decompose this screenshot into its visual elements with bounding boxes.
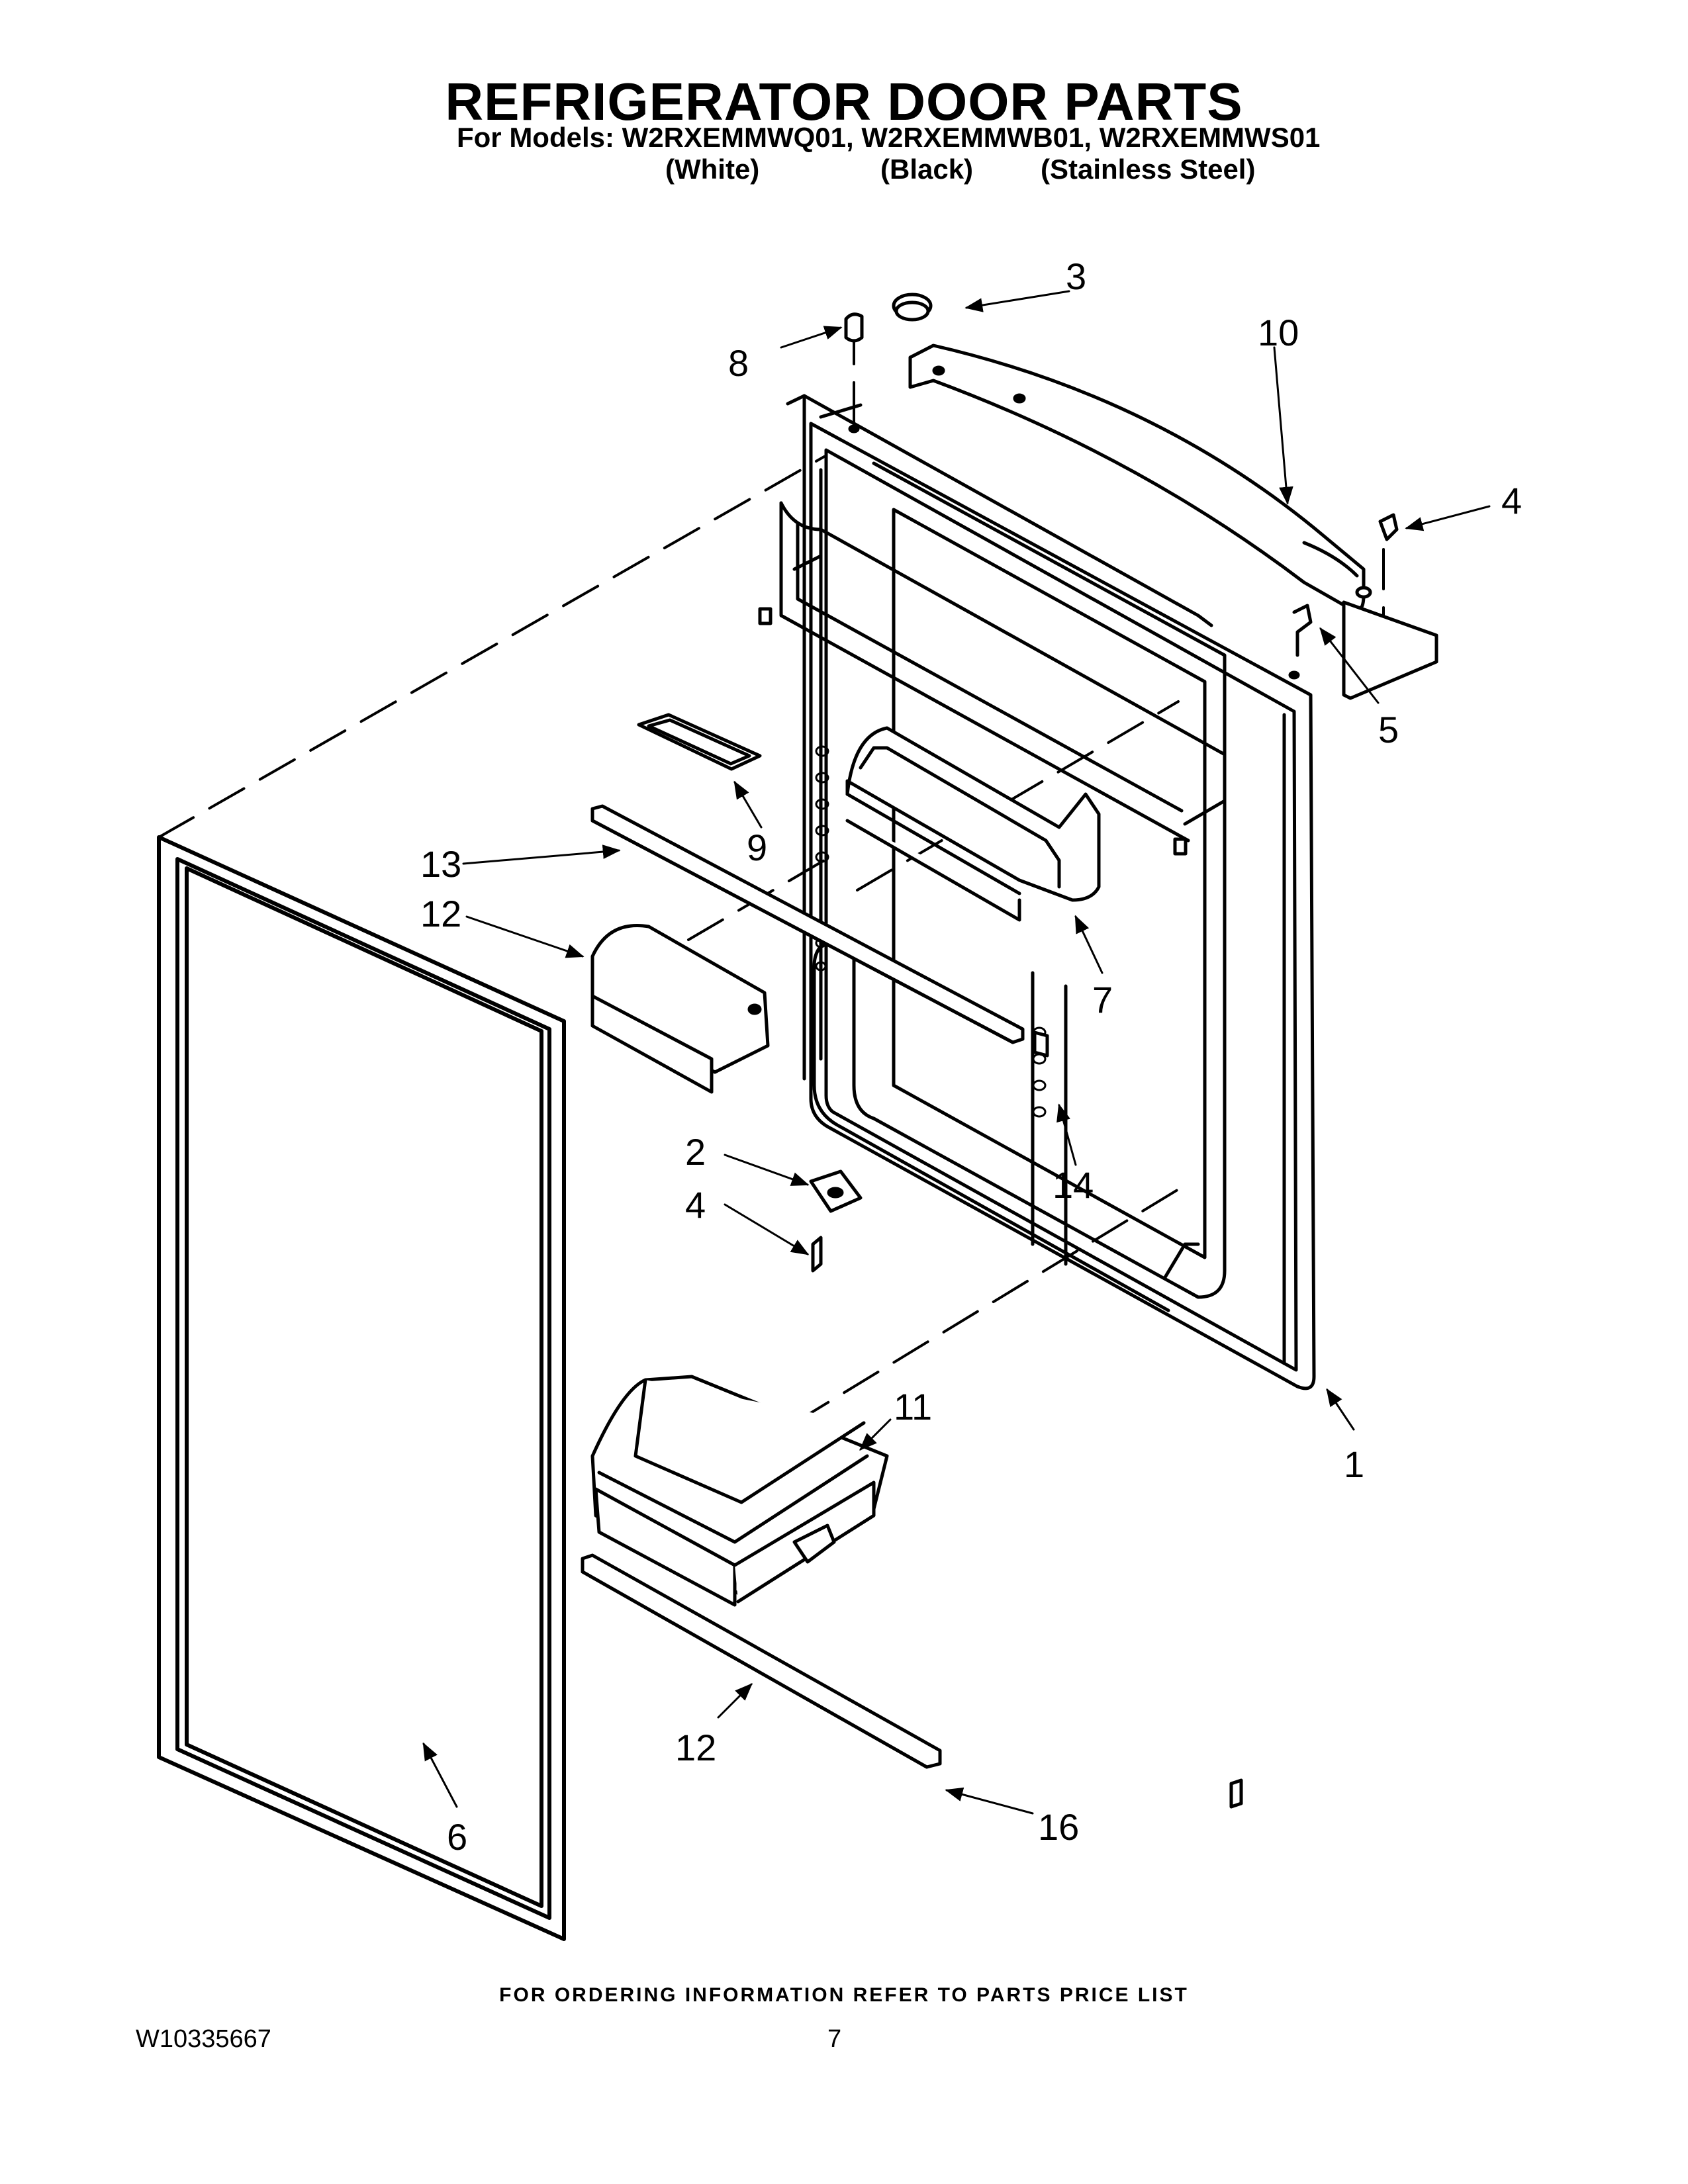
callout-16: 16 [1038,1806,1079,1848]
door-gasket [157,835,566,1941]
upper-door-shelf [758,501,1227,856]
dairy-compartment [845,726,1101,922]
callout-8: 8 [728,342,749,384]
page-number: 7 [827,2025,842,2053]
callout-13: 12 [420,893,461,934]
callout-4-mid: 4 [685,1184,706,1226]
callout-15: 14 [1053,1164,1094,1206]
callout-7: 7 [1092,979,1113,1021]
variant-stainless: (Stainless Steel) [1041,154,1256,185]
door-bin [590,1375,889,1607]
door-handle [908,343,1438,700]
callout-14: 13 [420,843,461,885]
callout-4-top: 4 [1501,480,1522,522]
fastener-parts [809,293,1399,1809]
callout-5: 5 [1378,709,1399,751]
pad-part [637,713,762,771]
page-title: REFRIGERATOR DOOR PARTS [445,72,1243,131]
callout-11: 11 [894,1386,932,1428]
upper-shelf-trim [590,804,1025,1044]
variant-white: (White) [665,154,760,185]
models-line: For Models: W2RXEMMWQ01, W2RXEMMWB01, W2… [457,122,1321,153]
callout-6: 6 [447,1816,467,1858]
callout-numbers: 3 8 10 4 5 9 13 12 7 14 2 4 11 1 12 16 6 [420,255,1522,1858]
variant-black: (Black) [880,154,974,185]
lower-bin-trim [581,1553,942,1769]
callout-1: 1 [1344,1443,1364,1485]
callout-3: 3 [1066,255,1086,297]
callout-10: 10 [1258,312,1299,353]
butter-compartment [590,924,770,1094]
callout-9: 9 [747,827,767,868]
callout-12: 12 [675,1727,716,1768]
door-panel [809,403,1316,1390]
door-liner [786,394,1227,1312]
document-number: W10335667 [136,2025,271,2053]
ordering-note: FOR ORDERING INFORMATION REFER TO PARTS … [499,1984,1189,2006]
callout-2: 2 [685,1131,706,1173]
callout-leaders [422,290,1491,1815]
